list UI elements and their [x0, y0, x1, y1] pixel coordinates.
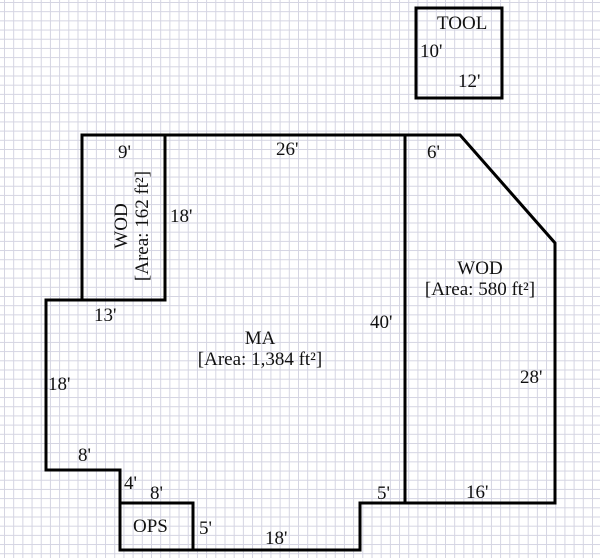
notch-top-dim: 13' — [94, 305, 117, 326]
wod-right-right: 28' — [520, 367, 543, 388]
wod-right-height: 40' — [370, 312, 393, 333]
bottom-dim: 18' — [265, 528, 288, 549]
left-bottom-dim: 8' — [78, 445, 91, 466]
ops-height: 5' — [199, 518, 212, 539]
wod-right-name: WOD — [457, 258, 503, 279]
left-dim: 18' — [48, 374, 71, 395]
wod-left-room — [80, 133, 167, 302]
ma-outline — [44, 133, 557, 552]
bottom-right-step-dim: 5' — [377, 483, 390, 504]
ops-width: 8' — [150, 483, 163, 504]
wod-left-name: WOD — [111, 203, 132, 249]
wod-left-area: [Area: 162 ft²] — [132, 170, 153, 282]
tool-label: TOOL — [437, 13, 488, 34]
ma-name: MA — [244, 328, 276, 349]
ma-area: [Area: 1,384 ft²] — [197, 349, 323, 370]
tool-width: 12' — [458, 71, 481, 92]
top-dim: 26' — [276, 139, 299, 160]
wod-left-width: 9' — [118, 142, 131, 163]
tool-room — [414, 6, 504, 100]
ops-room — [118, 501, 195, 552]
wod-left-label: WOD [Area: 162 ft²] — [111, 156, 153, 296]
wod-right-bottom: 16' — [466, 482, 489, 503]
wod-right-top: 6' — [427, 142, 440, 163]
ops-label: OPS — [133, 516, 168, 537]
wod-right-area: [Area: 580 ft²] — [424, 279, 536, 300]
ma-label: MA [Area: 1,384 ft²] — [160, 328, 360, 370]
wod-right-label: WOD [Area: 580 ft²] — [405, 258, 555, 300]
wod-left-height: 18' — [170, 206, 193, 227]
tool-height: 10' — [420, 41, 443, 62]
step-dim: 4' — [124, 473, 137, 494]
